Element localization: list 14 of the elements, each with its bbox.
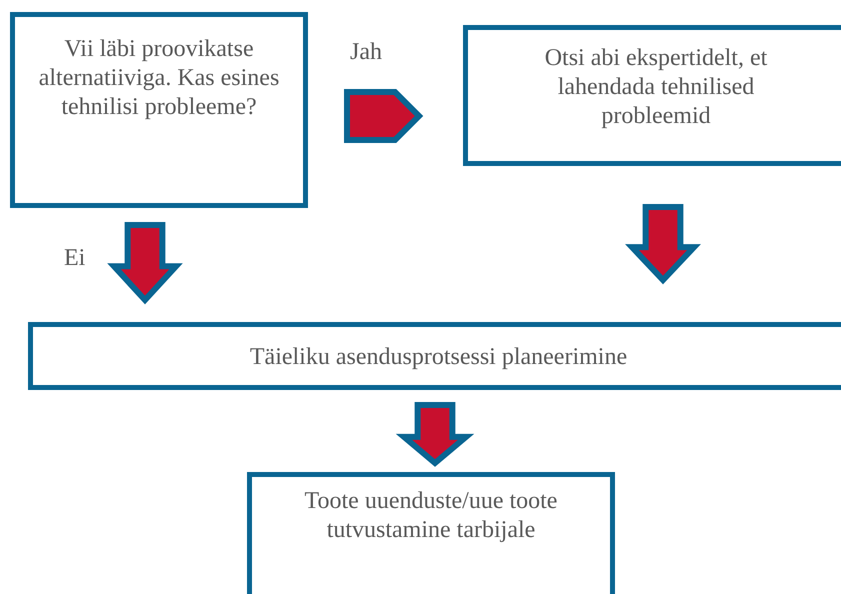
block-arrow xyxy=(396,402,474,467)
block-arrow xyxy=(107,222,183,304)
box-text: Otsi abi ekspertidelt, et lahendada tehnilised probleemid xyxy=(544,44,768,131)
process-box xyxy=(10,12,308,208)
box-text: Vii läbi proovikatse alternatiiviga. Kas esines tehnilisi probleeme? xyxy=(38,35,280,122)
block-arrow xyxy=(625,204,701,284)
process-box xyxy=(247,472,615,594)
box-text: Toote uuenduste/uue toote tutvustamine tarbijale xyxy=(304,487,558,545)
block-arrow xyxy=(344,89,424,143)
process-box xyxy=(463,25,841,166)
box-text: Täieliku asendusprotsessi planeerimine xyxy=(250,343,628,372)
edge-label: Jah xyxy=(350,40,382,64)
process-box xyxy=(28,322,841,390)
edge-label: Ei xyxy=(64,246,86,270)
